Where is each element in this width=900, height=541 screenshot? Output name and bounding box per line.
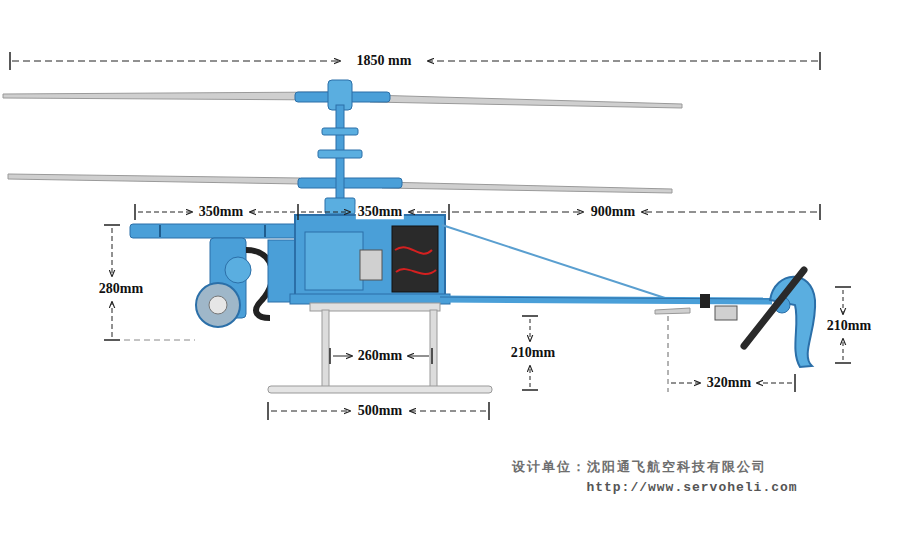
boom-clamp	[700, 294, 710, 308]
extension-line	[124, 340, 195, 341]
dimension-tick	[819, 204, 821, 220]
dimension-line	[408, 356, 429, 357]
dimension-line	[843, 339, 844, 360]
dimension-tick	[522, 389, 538, 391]
dimension-line	[642, 212, 817, 213]
dimension-tick	[104, 339, 120, 341]
dimension-line	[757, 383, 792, 384]
dimension-tick	[794, 374, 796, 392]
dimension-label: 280mm	[97, 281, 145, 296]
servo	[360, 250, 382, 280]
dimension-label: 210mm	[825, 318, 873, 333]
dimension-label: 350mm	[356, 204, 404, 219]
engine	[196, 283, 240, 327]
dimension-line	[12, 61, 340, 62]
wire	[396, 269, 436, 274]
tail-fin	[770, 277, 815, 367]
skid	[268, 386, 492, 393]
dimension-line	[271, 411, 350, 412]
wire	[395, 247, 432, 253]
rotor-blade	[8, 174, 300, 184]
dimension-label: 1850 mm	[355, 53, 414, 68]
skid-strut	[430, 310, 437, 388]
dimension-line	[671, 383, 700, 384]
dimension-tick	[448, 204, 450, 220]
tail-boom	[440, 299, 772, 301]
dimension-tick	[267, 402, 269, 420]
dimension-tick	[329, 348, 331, 364]
website-url: http://www.servoheli.com	[584, 481, 799, 495]
rotor-blade	[370, 95, 682, 108]
dimension-line	[530, 319, 531, 341]
dimension-line	[301, 212, 350, 213]
dimension-label: 320mm	[705, 375, 753, 390]
rotor-blade	[3, 92, 330, 100]
frame-plate	[268, 240, 296, 302]
electronics	[392, 226, 438, 292]
rotor-hub	[298, 178, 402, 188]
dimension-label: 210mm	[509, 345, 557, 360]
dimension-tick	[488, 402, 490, 420]
designer-note: 设计单位：沈阳通飞航空科技有限公司	[510, 460, 769, 474]
extension-line	[668, 316, 669, 392]
tail-rotor	[744, 270, 804, 346]
rotor-blade	[382, 182, 672, 193]
dimension-tick	[835, 362, 851, 364]
body-frame	[295, 215, 445, 302]
dimension-label: 900mm	[589, 204, 637, 219]
dimension-tick	[431, 348, 433, 364]
tail-boom-edge	[440, 297, 772, 299]
tail-servo	[715, 306, 737, 320]
dimension-line	[333, 356, 352, 357]
dimension-line	[428, 61, 818, 62]
dimension-tick	[835, 286, 851, 288]
dimension-line	[409, 212, 446, 213]
dimension-label: 260mm	[356, 348, 404, 363]
dimension-line	[843, 290, 844, 314]
dimension-line	[410, 411, 486, 412]
dimension-line	[112, 228, 113, 276]
dimension-tick	[819, 52, 821, 70]
front-tube	[130, 224, 298, 238]
dimension-tick	[9, 52, 11, 70]
tail-support-wire	[442, 225, 665, 298]
tube-clamp	[159, 225, 161, 237]
dimension-tick	[297, 204, 299, 220]
dimension-line	[530, 366, 531, 387]
skid-strut	[322, 310, 329, 388]
tube-clamp	[264, 225, 266, 237]
dimension-label: 350mm	[197, 204, 245, 219]
swashplate	[322, 128, 358, 135]
dimension-line	[112, 302, 113, 337]
dimension-tick	[104, 224, 120, 226]
engine-part	[225, 257, 251, 283]
dimension-label: 500mm	[356, 403, 404, 418]
dimension-tick	[522, 315, 538, 317]
dimension-tick	[134, 204, 136, 220]
dimension-line	[452, 212, 583, 213]
swashplate	[318, 150, 362, 158]
engine-hub	[209, 296, 227, 314]
stabilizer	[655, 308, 690, 314]
dimension-line	[250, 212, 295, 213]
side-panel	[305, 232, 363, 290]
dimension-line	[138, 212, 192, 213]
